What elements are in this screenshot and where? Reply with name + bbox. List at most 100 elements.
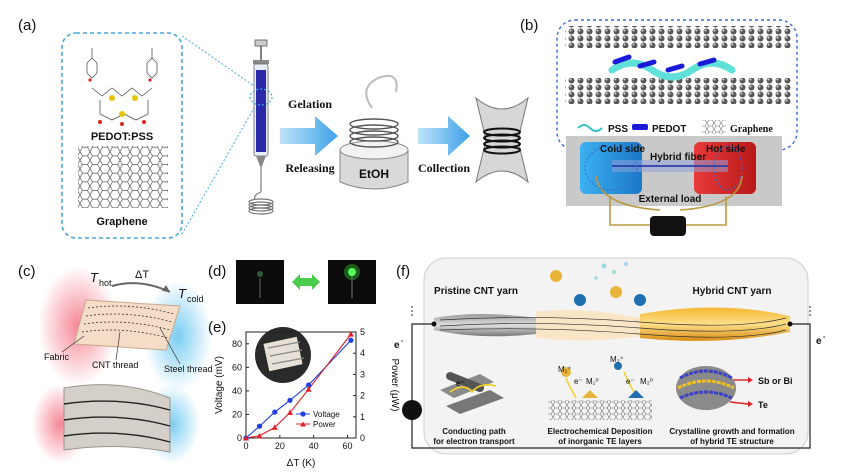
t-hot-subscript: hot [99,278,112,288]
switch-arrow [292,274,320,290]
voltmeter-label: V [409,406,416,417]
led-off [257,271,263,277]
y-axis-title: Voltage (mV) [214,356,225,414]
graphene-legend-label: Graphene [730,124,773,135]
y2-tick-label: 0 [360,433,365,443]
fabric-sheet [73,299,181,351]
panel-c-label: (c) [18,263,36,280]
circuit-dotted-ends [411,306,811,318]
led-on [348,268,356,276]
graphene-top-layer [565,26,791,48]
y2-axis-title: Power (μW) [389,359,400,412]
y-tick-label: 20 [232,409,242,419]
etoh-label: EtOH [359,167,389,181]
collection-label: Collection [418,161,470,175]
y-tick-label: 60 [232,362,242,372]
releasing-label: Releasing [285,161,334,175]
panel-d: (d) [208,260,376,304]
y2-tick-label: 3 [360,369,365,379]
pedot-pss-structure [86,48,158,126]
series-line-voltage [245,339,352,439]
ethanol-bath [339,74,409,190]
panel-a-label: (a) [18,17,36,34]
metal-ions [550,262,646,306]
cnt-thread-pointer [115,331,121,361]
electron-left-label: e [394,340,400,351]
caption-3-line-2: of hybrid TE structure [690,437,774,446]
pristine-yarn-label: Pristine CNT yarn [434,286,518,297]
hot-side-label: Hot side [706,144,746,155]
t-cold-subscript: cold [187,294,204,304]
t-hot-symbol: T [90,270,99,285]
hot-glow [38,266,118,386]
data-point-power [287,409,293,416]
panel-f-label: (f) [396,263,410,280]
e-minus-label-1: e⁻ [574,377,583,386]
y2-tick-label: 1 [360,412,365,422]
x-tick-label: 20 [275,441,285,451]
zoom-origin-left [584,145,638,191]
chart-inset-photo [255,327,311,383]
process-arrow-2 [418,116,470,156]
panel-d-label: (d) [208,263,226,280]
hybrid-fiber-label: Hybrid fiber [650,152,706,163]
data-point-power [347,331,354,337]
y-tick-label: 80 [232,339,242,349]
m1-zero-label: M₁⁰ [586,377,599,386]
panel-c: (c) T hot T cold ΔT Fabric CNT thread St… [18,263,213,464]
gradient-arrow-head [162,285,170,292]
pedot-legend-icon [632,124,648,130]
pedot-pss-label: PEDOT:PSS [91,131,153,143]
y-tick-label: 40 [232,386,242,396]
data-point-voltage [306,382,312,388]
external-circuit [411,323,811,449]
zoom-line-top [181,35,255,87]
legend-voltage-marker [300,411,306,417]
external-load-box [650,216,686,236]
graphene-label: Graphene [96,216,147,228]
gelation-label: Gelation [288,97,332,111]
data-point-voltage [348,337,354,343]
caption-1-line-2: for electron transport [433,437,515,446]
yarn-contact-left [431,321,437,327]
e-minus-label-2: e⁻ [626,377,635,386]
data-point-voltage [272,409,278,415]
voltmeter-icon [402,400,422,420]
legend-power-marker [300,421,306,427]
load-circuit [609,196,727,226]
molecule-callout-box [61,32,183,239]
t-cold-symbol: T [178,286,187,301]
y-tick-label: 0 [237,433,242,443]
electron-right-label: e [816,336,822,347]
syringe [249,39,273,192]
data-point-power [243,435,249,441]
te-label: Te [758,400,768,410]
caption-2-line-1: Electrochemical Deposition [548,427,653,436]
yarn-fibers [439,317,787,338]
panel-b: (b) PSS PEDOT Graphene Cold side Hot sid… [520,17,798,236]
chart-legend: Voltage Power [296,410,340,429]
legend-power-label: Power [313,420,336,429]
x-axis-title: ΔT (K) [287,458,316,469]
graphene-sheet [78,146,168,208]
sb-bi-label: Sb or Bi [758,376,793,386]
zoom-line-bottom [181,107,255,235]
zoom-origin-right [713,145,743,191]
caption-2-line-2: of inorganic TE layers [558,437,642,446]
m2-plus-label: M₂⁺ [610,355,624,364]
pedot-chains [612,54,717,73]
electron-right-sup: - [823,334,826,341]
plot-frame [245,331,357,439]
hybrid-yarn-label: Hybrid CNT yarn [693,286,772,297]
data-point-power [305,386,312,392]
graphene-legend-icon [702,120,726,134]
data-point-power [256,432,263,439]
pss-legend-icon [577,124,603,132]
pristine-yarn [434,314,536,337]
graphene-bottom-layer [565,78,791,104]
fiber-coil-small [248,191,274,215]
data-point-voltage [287,397,293,403]
data-point-power [271,424,278,430]
electron-left-sup: - [401,338,404,345]
